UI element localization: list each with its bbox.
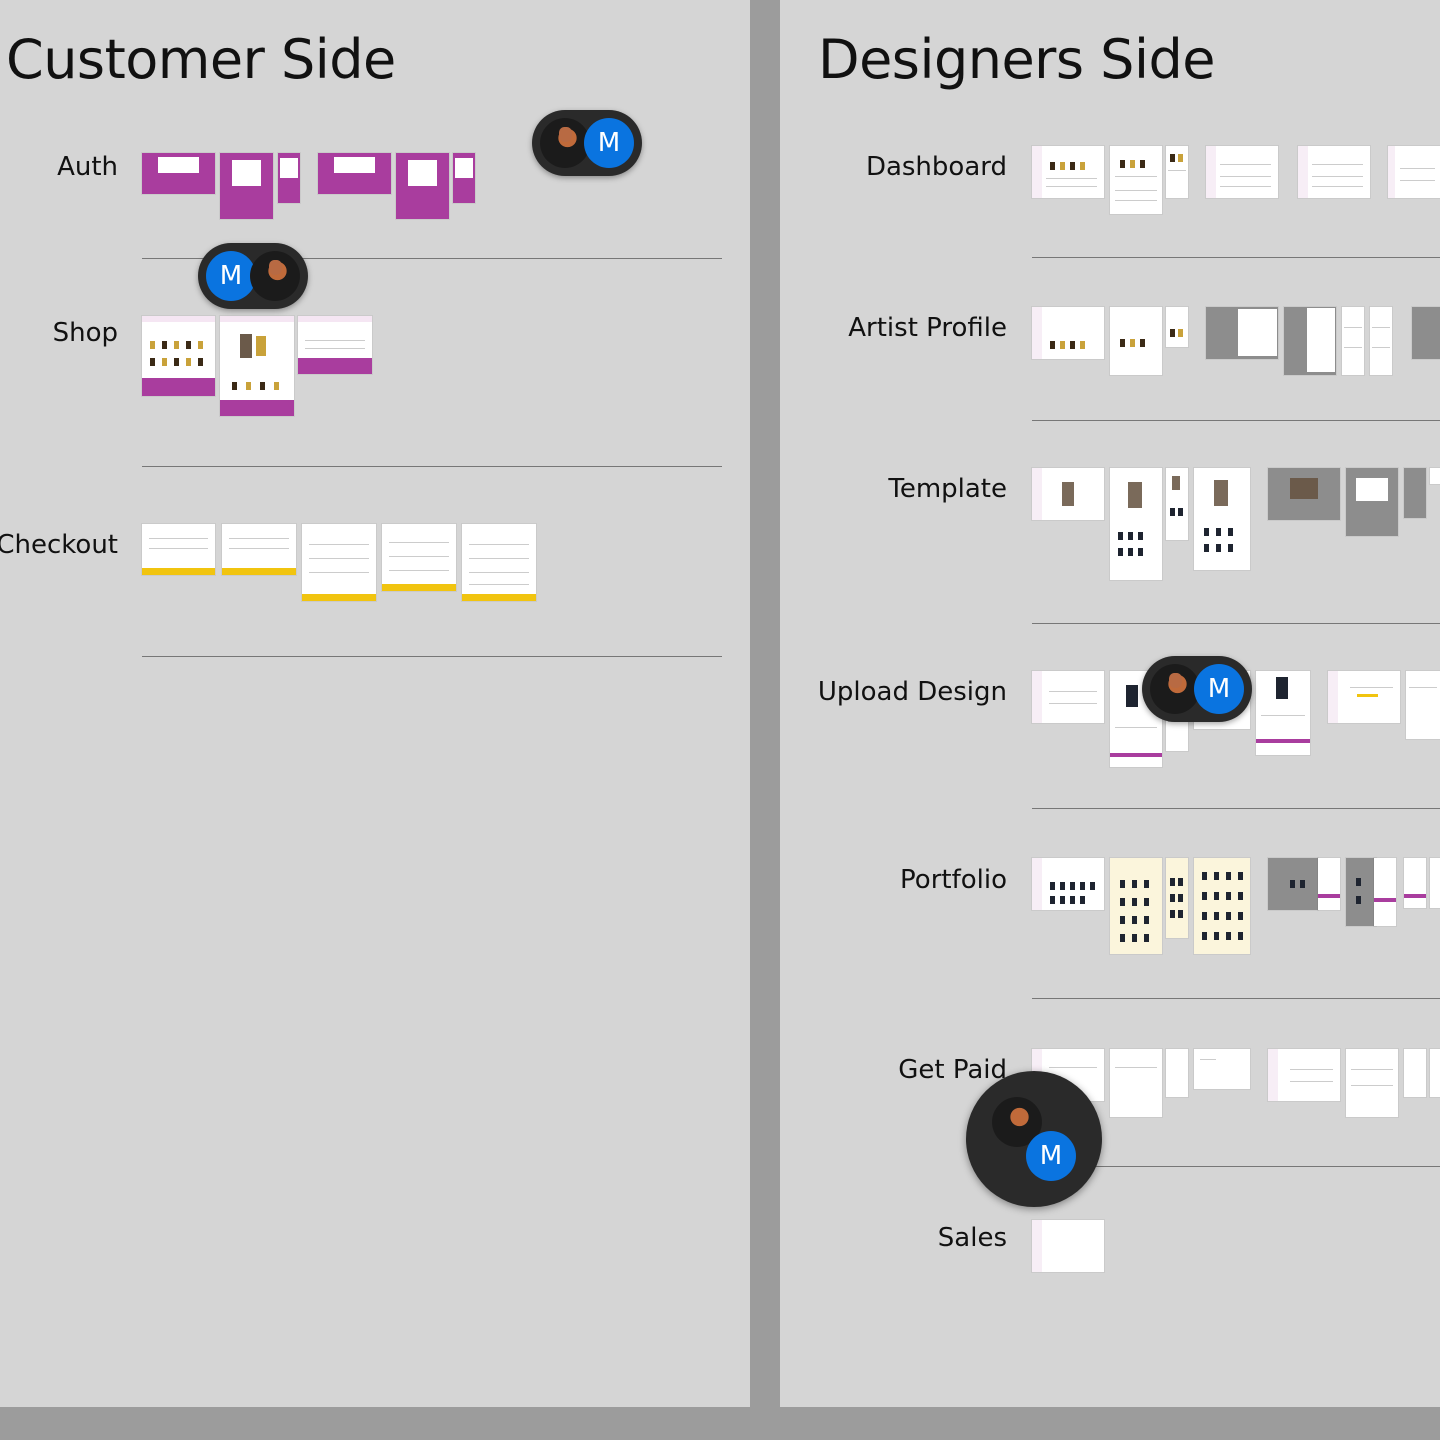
checkout-frame-thumbnail[interactable]	[142, 524, 215, 575]
get-paid-frame-thumbnail[interactable]	[1110, 1049, 1162, 1117]
customer-side-board[interactable]: Customer Side Auth Shop Checkout	[0, 0, 750, 1407]
template-frame-thumbnail[interactable]	[1110, 468, 1162, 580]
template-frame-thumbnail[interactable]	[1032, 468, 1104, 520]
portfolio-frame-thumbnail[interactable]	[1268, 858, 1318, 910]
portfolio-frame-thumbnail[interactable]	[1032, 858, 1104, 910]
collaborator-initial-avatar: M	[1026, 1131, 1076, 1181]
get-paid-frame-thumbnail[interactable]	[1194, 1049, 1250, 1089]
row-label-upload-design: Upload Design	[817, 677, 1007, 707]
user-avatar	[540, 118, 590, 168]
checkout-frame-thumbnail[interactable]	[222, 524, 296, 575]
upload-design-frame-thumbnail[interactable]	[1406, 671, 1440, 739]
row-label-sales: Sales	[937, 1223, 1007, 1253]
artist-profile-frame-thumbnail[interactable]	[1342, 307, 1364, 375]
artist-profile-frame-thumbnail[interactable]	[1110, 307, 1162, 375]
get-paid-frame-thumbnail[interactable]	[1346, 1049, 1398, 1117]
shop-frame-thumbnail[interactable]	[142, 316, 215, 396]
artist-profile-frame-thumbnail[interactable]	[1032, 307, 1104, 359]
sales-frame-thumbnail[interactable]	[1032, 1220, 1104, 1272]
dashboard-frame-thumbnail[interactable]	[1206, 146, 1278, 198]
artist-profile-frame-thumbnail[interactable]	[1284, 307, 1336, 375]
row-divider	[1032, 623, 1440, 624]
checkout-frame-thumbnail[interactable]	[302, 524, 376, 601]
row-label-portfolio: Portfolio	[900, 865, 1007, 895]
board-title-designers: Designers Side	[818, 28, 1215, 91]
collaborator-initial-avatar: M	[206, 251, 256, 301]
portfolio-frame-thumbnail[interactable]	[1110, 858, 1162, 954]
collaborator-cursor: M	[198, 243, 308, 309]
upload-design-frame-thumbnail[interactable]	[1032, 671, 1104, 723]
row-divider	[1032, 1166, 1440, 1167]
auth-frame-thumbnail[interactable]	[278, 153, 300, 203]
template-frame-thumbnail[interactable]	[1166, 468, 1188, 540]
dashboard-frame-thumbnail[interactable]	[1298, 146, 1370, 198]
collaborator-cursor: M	[532, 110, 642, 176]
auth-frame-thumbnail[interactable]	[396, 153, 449, 219]
portfolio-frame-thumbnail[interactable]	[1430, 858, 1440, 908]
dashboard-frame-thumbnail[interactable]	[1110, 146, 1162, 214]
portfolio-frame-thumbnail[interactable]	[1194, 858, 1250, 954]
auth-frame-thumbnail[interactable]	[318, 153, 391, 194]
artist-profile-frame-thumbnail[interactable]	[1370, 307, 1392, 375]
auth-frame-thumbnail[interactable]	[453, 153, 475, 203]
upload-design-frame-thumbnail[interactable]	[1328, 671, 1400, 723]
row-divider	[142, 258, 722, 259]
portfolio-frame-thumbnail[interactable]	[1404, 858, 1426, 908]
row-label-get-paid: Get Paid	[898, 1055, 1007, 1085]
template-frame-thumbnail[interactable]	[1430, 468, 1440, 484]
dashboard-frame-thumbnail[interactable]	[1388, 146, 1440, 198]
row-label-auth: Auth	[57, 152, 118, 182]
row-divider	[1032, 998, 1440, 999]
collaborator-cursor: M	[1142, 656, 1252, 722]
row-label-shop: Shop	[52, 318, 118, 348]
shop-frame-thumbnail[interactable]	[298, 316, 372, 374]
upload-design-frame-thumbnail[interactable]	[1110, 671, 1162, 767]
collaborator-initial-avatar: M	[584, 118, 634, 168]
template-frame-thumbnail[interactable]	[1346, 468, 1398, 536]
designers-side-board[interactable]: Designers Side Dashboard Artist Profile …	[780, 0, 1440, 1407]
row-divider	[1032, 808, 1440, 809]
row-label-dashboard: Dashboard	[865, 152, 1007, 182]
row-divider	[142, 466, 722, 467]
get-paid-frame-thumbnail[interactable]	[1268, 1049, 1340, 1101]
get-paid-frame-thumbnail[interactable]	[1404, 1049, 1426, 1097]
portfolio-frame-thumbnail[interactable]	[1374, 858, 1396, 926]
upload-design-frame-thumbnail[interactable]	[1256, 671, 1310, 755]
portfolio-frame-thumbnail[interactable]	[1318, 858, 1340, 910]
artist-profile-frame-thumbnail[interactable]	[1166, 307, 1188, 347]
artist-profile-frame-thumbnail[interactable]	[1412, 307, 1440, 359]
dashboard-frame-thumbnail[interactable]	[1166, 146, 1188, 198]
template-frame-thumbnail[interactable]	[1268, 468, 1340, 520]
board-title-customer: Customer Side	[6, 28, 396, 91]
template-frame-thumbnail[interactable]	[1194, 468, 1250, 570]
checkout-frame-thumbnail[interactable]	[382, 524, 456, 591]
get-paid-frame-thumbnail[interactable]	[1430, 1049, 1440, 1097]
portfolio-frame-thumbnail[interactable]	[1346, 858, 1376, 926]
user-avatar	[250, 251, 300, 301]
collaborator-cursor-large: M	[966, 1071, 1102, 1207]
row-label-checkout: Checkout	[0, 530, 118, 560]
template-frame-thumbnail[interactable]	[1404, 468, 1426, 518]
row-divider	[142, 656, 722, 657]
checkout-frame-thumbnail[interactable]	[462, 524, 536, 601]
artist-profile-frame-thumbnail[interactable]	[1206, 307, 1278, 359]
get-paid-frame-thumbnail[interactable]	[1166, 1049, 1188, 1097]
dashboard-frame-thumbnail[interactable]	[1032, 146, 1104, 198]
row-label-artist-profile: Artist Profile	[848, 313, 1007, 343]
user-avatar	[1150, 664, 1200, 714]
row-divider	[1032, 257, 1440, 258]
auth-frame-thumbnail[interactable]	[220, 153, 273, 219]
collaborator-initial-avatar: M	[1194, 664, 1244, 714]
auth-frame-thumbnail[interactable]	[142, 153, 215, 194]
row-divider	[1032, 420, 1440, 421]
portfolio-frame-thumbnail[interactable]	[1166, 858, 1188, 938]
shop-frame-thumbnail[interactable]	[220, 316, 294, 416]
row-label-template: Template	[888, 474, 1007, 504]
